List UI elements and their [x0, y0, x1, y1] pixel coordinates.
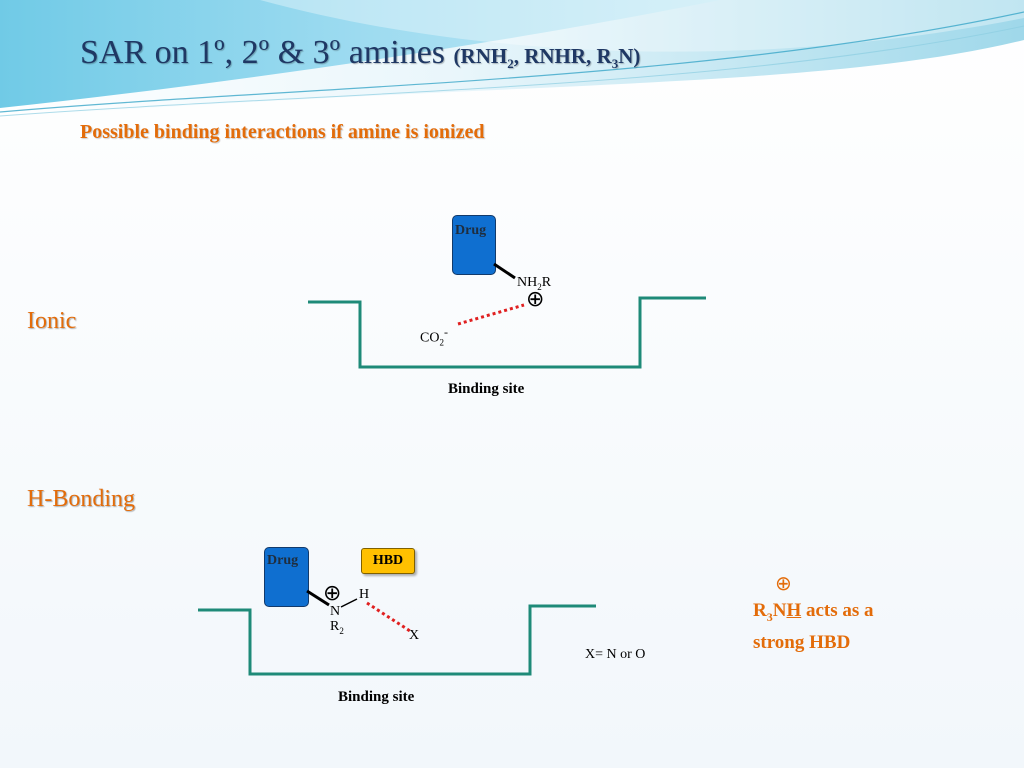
hbond-bonds [306, 589, 411, 633]
x-definition: X= N or O [585, 647, 646, 662]
title-formula: (RNH2, RNHR, R3N) [453, 44, 641, 72]
hbond-r-text: R [330, 619, 340, 634]
ionic-binding-site-outline [308, 296, 706, 369]
ionic-carboxylate-label: CO2- [420, 325, 448, 347]
ionic-carboxylate-sub: 2 [439, 337, 444, 348]
page-title: SAR on 1º, 2º & 3º amines (RNH2, RNHR, R… [80, 34, 640, 72]
subtitle: Possible binding interactions if amine i… [80, 121, 485, 143]
hbond-binding-site-label: Binding site [338, 689, 415, 705]
note-line1-rest: acts as a [801, 600, 874, 621]
ionic-drug-block [452, 215, 496, 275]
ionic-drug-label: Drug [455, 223, 487, 238]
ionic-heading: Ionic [27, 308, 77, 334]
hbond-r2-label: R2 [330, 619, 344, 636]
note-r-sub: 3 [766, 609, 773, 624]
title-formula-part: , RNHR, R [513, 44, 612, 68]
hbond-x-label: X [409, 628, 420, 643]
ionic-positive-charge-icon: ⊕ [526, 287, 545, 312]
ionic-amine-sub: 2 [537, 281, 542, 292]
title-main: SAR on 1º, 2º & 3º amines [80, 34, 446, 71]
hbond-n-label: N [330, 604, 341, 619]
ionic-binding-site-label: Binding site [448, 381, 525, 397]
ionic-bonds [457, 262, 525, 326]
hbond-drug-block [264, 547, 309, 607]
hbd-note: R3NH acts as a strong HBD [753, 598, 874, 656]
ionic-amine-r: R [541, 275, 552, 290]
ionic-amine-label: NH2R [517, 275, 551, 292]
note-n: N [772, 600, 787, 621]
note-r: R [753, 600, 767, 621]
note-positive-charge-icon: ⊕ [775, 571, 792, 595]
ionic-carboxylate-co: CO [420, 330, 440, 346]
hbonding-heading: H-Bonding [27, 486, 135, 512]
title-formula-part: (RNH [453, 44, 508, 68]
note-h: H [786, 600, 802, 621]
title-subscript: 2 [507, 56, 514, 72]
ionic-amine-nh: NH [517, 275, 538, 290]
hbond-drug-label: Drug [267, 553, 299, 568]
hbond-binding-site-outline [198, 604, 596, 676]
hbd-note-line1: R3NH acts as a [753, 598, 874, 630]
hbond-r-sub: 2 [339, 625, 344, 636]
hbd-badge: HBD [361, 548, 415, 574]
hbond-positive-charge-icon: ⊕ [323, 581, 342, 606]
title-formula-part: N) [618, 44, 641, 68]
ionic-carboxylate-charge: - [443, 325, 448, 339]
title-subscript: 3 [611, 56, 619, 72]
hbond-h-label: H [359, 587, 370, 602]
hbd-note-line2: strong HBD [753, 631, 851, 653]
